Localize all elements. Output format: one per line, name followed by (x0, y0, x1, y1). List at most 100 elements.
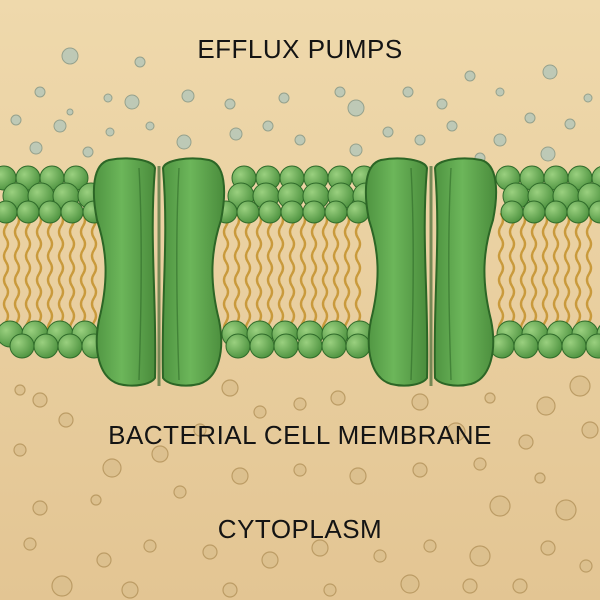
cytoplasm-particle (202, 544, 218, 560)
lipid-head (16, 200, 40, 224)
lipid-tail (541, 212, 549, 336)
cytoplasm-particle (489, 495, 511, 517)
lipid-head (561, 333, 587, 359)
molecule (10, 114, 22, 126)
molecule (382, 126, 394, 138)
molecule (334, 86, 346, 98)
lipid-heads-inner-leaflet (0, 320, 600, 359)
pump-groove (410, 167, 415, 381)
cytoplasm-particles (13, 375, 599, 599)
cytoplasm-particle (555, 499, 577, 521)
molecule (564, 118, 576, 130)
cytoplasm-particle (151, 445, 169, 463)
cytoplasm-particle (484, 392, 496, 404)
molecule (34, 86, 46, 98)
bacterial-cell-membrane-label: BACTERIAL CELL MEMBRANE (108, 420, 492, 450)
cytoplasm-label: CYTOPLASM (217, 514, 383, 544)
lipid-head (38, 200, 62, 224)
lipid-head (258, 200, 282, 224)
cytoplasm-particle (58, 412, 74, 428)
lipid-head (302, 200, 326, 224)
cytoplasm-particle (518, 434, 534, 450)
lipid-head (57, 333, 83, 359)
lipid-tail (222, 212, 230, 336)
cytoplasm-particle (400, 574, 420, 594)
cytoplasm-particle (32, 500, 48, 516)
lipid-tail (266, 212, 274, 336)
cytoplasm-particle (102, 458, 122, 478)
molecule (66, 108, 74, 116)
molecule (103, 93, 113, 103)
lipid-head (544, 200, 568, 224)
lipid-tail (277, 212, 285, 336)
molecule (176, 134, 192, 150)
cytoplasm-particle (536, 396, 556, 416)
lipid-tail (13, 212, 21, 336)
cytoplasm-particle (462, 578, 478, 594)
cytoplasm-particle (253, 405, 267, 419)
cytoplasm-particle (51, 575, 73, 597)
molecule (464, 70, 476, 82)
molecule (542, 64, 558, 80)
molecule (224, 98, 236, 110)
cytoplasm-particle (469, 545, 491, 567)
cytoplasm-particle (293, 397, 307, 411)
efflux-pump (92, 157, 226, 387)
pump-groove (447, 167, 452, 381)
molecule (402, 86, 414, 98)
lipid-head (324, 200, 348, 224)
molecule (124, 94, 140, 110)
cytoplasm-particle (261, 551, 279, 569)
cytoplasm-particle (330, 390, 346, 406)
lipid-tail (574, 212, 582, 336)
lipid-head (566, 200, 590, 224)
molecule (524, 112, 536, 124)
molecule (61, 47, 79, 65)
lipid-tail (79, 212, 87, 336)
cytoplasm-particle (231, 467, 249, 485)
cytoplasm-particle (23, 537, 37, 551)
cytoplasm-particle (32, 392, 48, 408)
lipid-head (9, 333, 35, 359)
cytoplasm-particle (473, 457, 487, 471)
pump-groove (175, 167, 180, 381)
cytoplasm-particle (512, 578, 528, 594)
lipid-tail (57, 212, 65, 336)
molecule (349, 143, 363, 157)
cytoplasm-particle (90, 494, 102, 506)
lipid-head (273, 333, 299, 359)
lipid-head (225, 333, 251, 359)
lipid-tail (321, 212, 329, 336)
cytoplasm-particle (96, 552, 112, 568)
molecule (82, 146, 94, 158)
lipid-head (60, 200, 84, 224)
lipid-tail (563, 212, 571, 336)
molecule (145, 121, 155, 131)
lipid-tail (2, 212, 10, 336)
efflux-pump (364, 157, 498, 387)
cytoplasm-particle (193, 423, 207, 437)
cytoplasm-particle (323, 583, 337, 597)
lipid-tail (288, 212, 296, 336)
lipid-tail (310, 212, 318, 336)
molecule (262, 120, 274, 132)
lipid-tail (255, 212, 263, 336)
lipid-tail (585, 212, 593, 336)
lipid-tail (530, 212, 538, 336)
cytoplasm-particle (143, 539, 157, 553)
cytoplasm-particle (222, 582, 238, 598)
lipid-bilayer (0, 165, 600, 359)
lipid-head (537, 333, 563, 359)
lipid-tail (552, 212, 560, 336)
molecule (294, 134, 306, 146)
lipid-head (585, 333, 600, 359)
molecule (540, 146, 556, 162)
cytoplasm-particle (540, 540, 556, 556)
cytoplasm-particle (412, 462, 428, 478)
cytoplasm-particle (373, 549, 387, 563)
molecule (181, 89, 195, 103)
lipid-tail (244, 212, 252, 336)
cytoplasm-particle (311, 539, 329, 557)
molecule (229, 127, 243, 141)
